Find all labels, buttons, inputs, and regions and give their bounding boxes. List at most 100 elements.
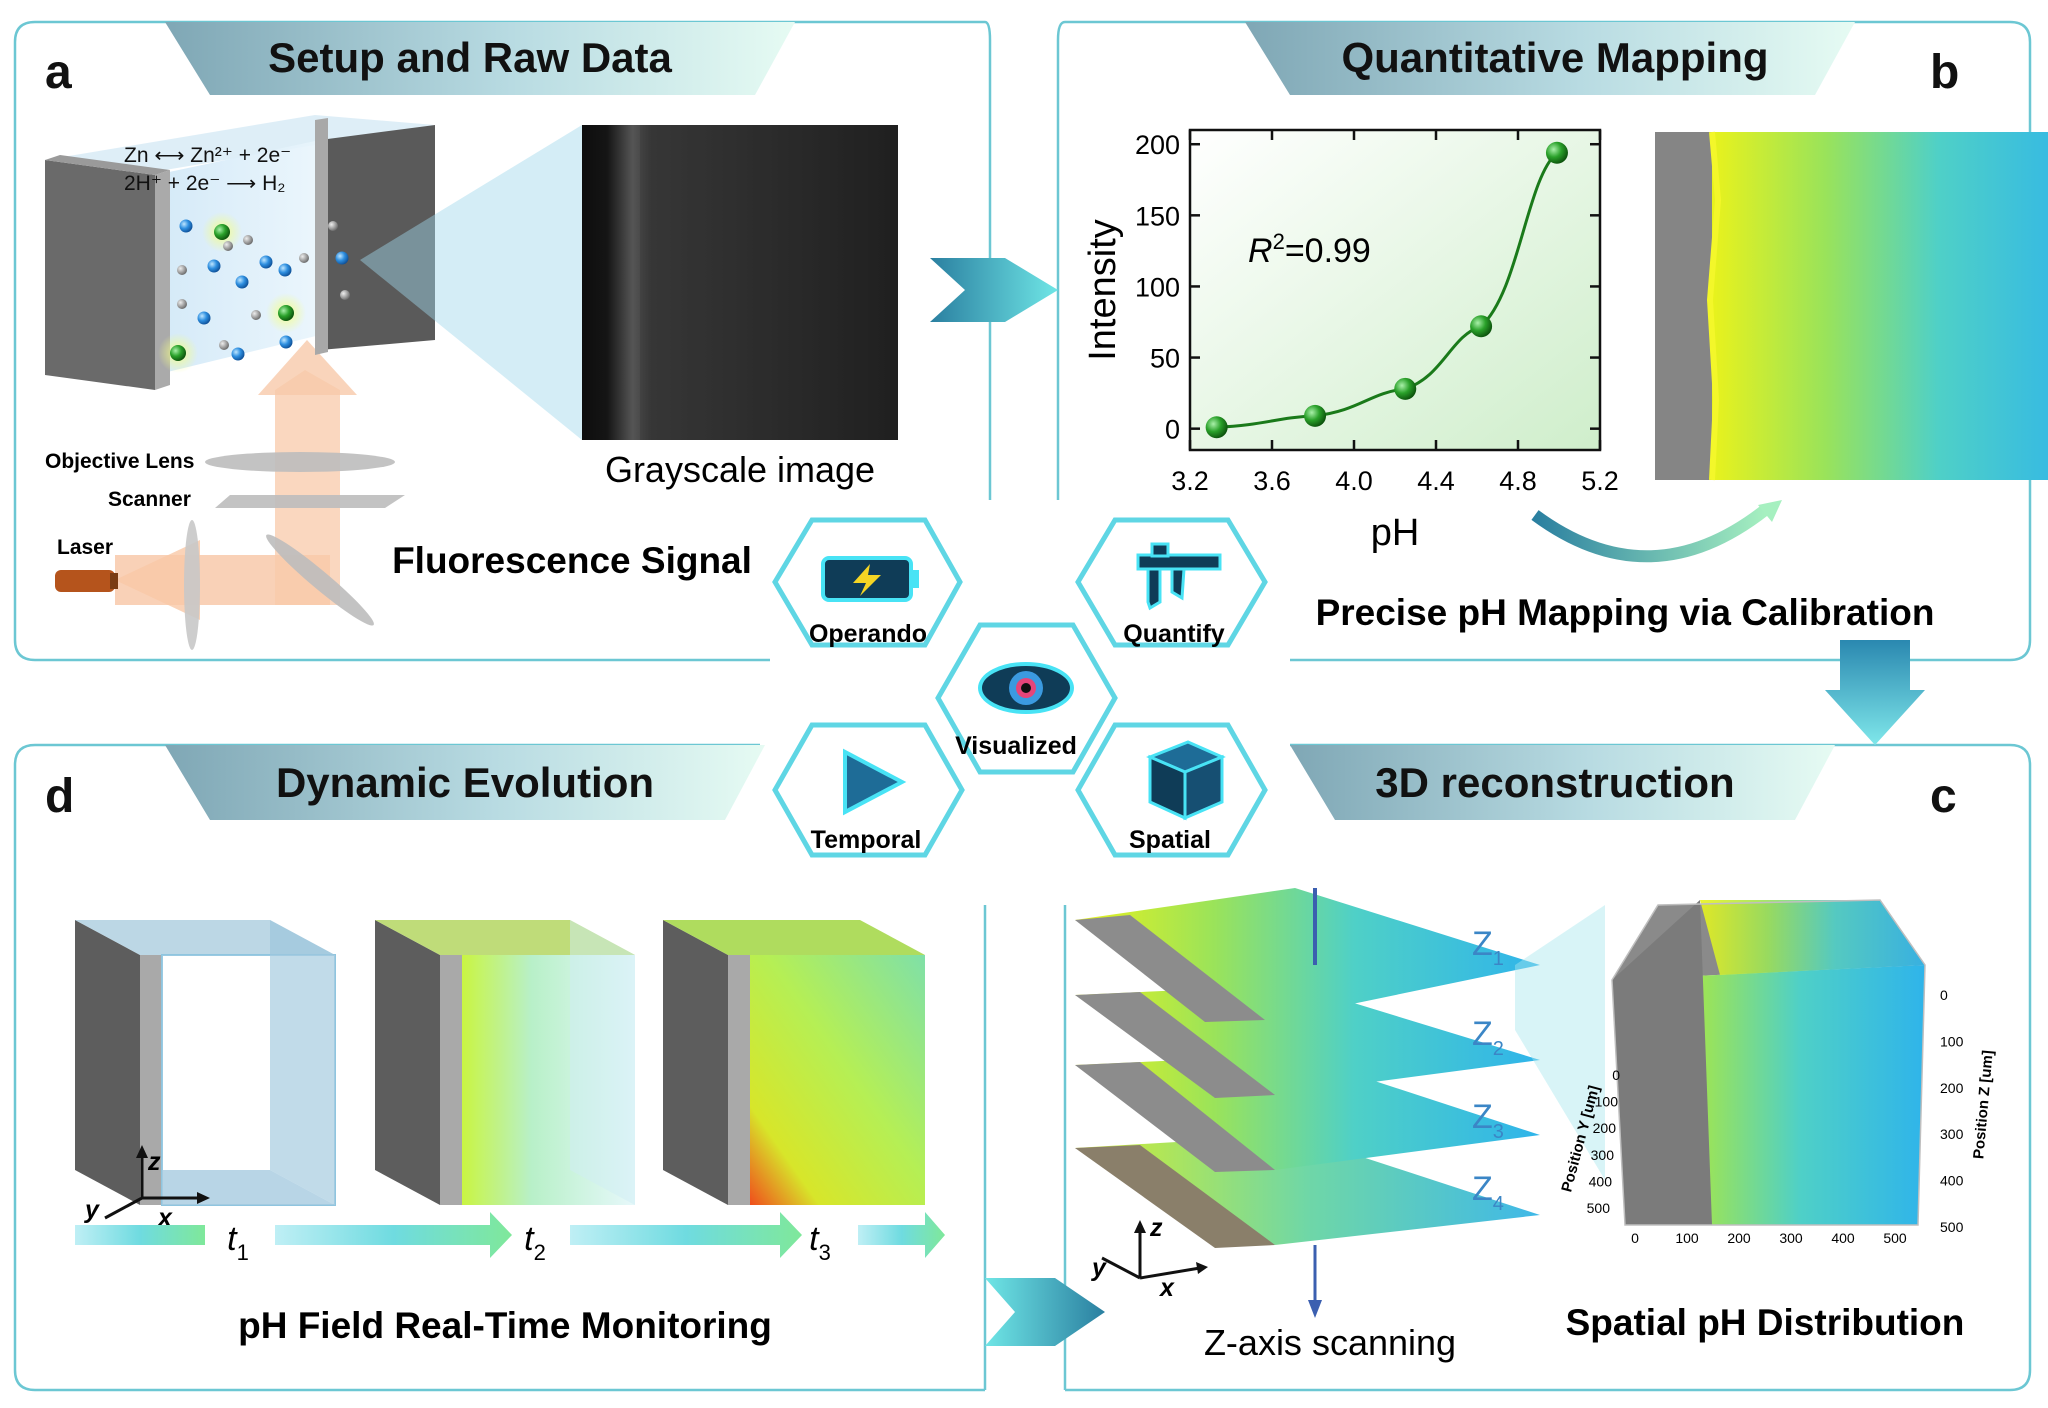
axis-label-y: y [83, 1196, 100, 1224]
volume-cube [1611, 899, 1926, 1226]
cube-x-tick-label: 500 [1883, 1230, 1907, 1246]
axis-label-z: z [1149, 1214, 1163, 1242]
cube-x-tick-label: 200 [1727, 1230, 1751, 1246]
data-point [1205, 416, 1228, 439]
ph-map-edge [1706, 131, 1722, 481]
laser-device [55, 570, 115, 592]
zn-ion [207, 259, 221, 273]
x-axis-label: pH [1371, 512, 1420, 554]
slice-z1 [1075, 888, 1540, 1022]
h-ion [251, 310, 261, 320]
mirror-shape [266, 534, 374, 626]
zn-ion [279, 335, 293, 349]
hub-label-quantify: Quantify [1123, 620, 1224, 648]
time-arrow-4 [858, 1212, 945, 1258]
panel-title-c: 3D reconstruction [1375, 759, 1734, 806]
cube-x-tick-label: 0 [1631, 1230, 1639, 1246]
cube-y-tick-label: 400 [1589, 1173, 1613, 1189]
time-label-t2: t2 [524, 1220, 546, 1265]
reaction-1: Zn ⟷ Zn²⁺ + 2e⁻ [124, 144, 291, 167]
ions [158, 212, 350, 373]
caliper-icon [1136, 542, 1222, 611]
reaction-2: 2H⁺ + 2e⁻ ⟶ H₂ [124, 172, 285, 195]
cube-t2 [375, 920, 635, 1205]
laser-tip [110, 573, 118, 589]
center-hub: Operando Quantify Visualized Temporal Sp… [772, 517, 1268, 858]
axis-triad-d [104, 1155, 200, 1220]
laser-label: Laser [57, 536, 113, 559]
laser-cone [115, 540, 200, 620]
eye-icon [978, 662, 1074, 714]
y-tick-label: 100 [1135, 272, 1180, 302]
cube-y-tick-label: 0 [1612, 1067, 1620, 1083]
slice-z2 [1075, 985, 1540, 1098]
h-ion [299, 253, 309, 263]
axis-label-y: y [1090, 1254, 1107, 1282]
zn-ion [231, 347, 245, 361]
zn-ion [278, 263, 292, 277]
h-ion [177, 299, 187, 309]
panel-title-b: Quantitative Mapping [1341, 34, 1768, 81]
frame-a [13, 20, 985, 662]
zn-ion [335, 251, 349, 265]
cube-z-tick-label: 0 [1940, 987, 1948, 1003]
monitoring-caption: pH Field Real-Time Monitoring [238, 1305, 772, 1346]
arrow-c-to-d [985, 1278, 1105, 1346]
slice-z4 [1075, 1135, 1540, 1248]
cube-icon [1146, 740, 1226, 821]
time-arrow-1 [75, 1225, 205, 1245]
time-label-t1: t1 [227, 1220, 249, 1265]
x-tick-label: 3.2 [1171, 466, 1209, 496]
title-bands [165, 22, 1855, 820]
scanner-label: Scanner [108, 488, 191, 511]
x-tick-label: 4.0 [1335, 466, 1373, 496]
cell-top-face [45, 115, 435, 170]
lens-shape [184, 520, 200, 650]
zn-ion [197, 311, 211, 325]
hub-label-visualized: Visualized [955, 732, 1077, 760]
cube-x-tick-label: 400 [1831, 1230, 1855, 1246]
objective-lens-label: Objective Lens [45, 450, 194, 473]
zn-ion [235, 275, 249, 289]
cube-y-tick-label: 200 [1593, 1120, 1617, 1136]
h-ion [177, 265, 187, 275]
panel-a-setup: Objective Lens Scanner Laser [45, 115, 898, 650]
cube-z-tick-label: 300 [1940, 1126, 1964, 1142]
data-point [1394, 377, 1417, 400]
axis-arrowhead [197, 1192, 210, 1204]
y-tick-label: 50 [1150, 344, 1180, 374]
time-label-t3: t3 [809, 1220, 831, 1265]
grayscale-caption: Grayscale image [605, 449, 875, 490]
z-scanning-label: Z-axis scanning [1204, 1322, 1456, 1363]
cube-electrode [1612, 900, 1712, 1225]
r-squared-annotation: R2=0.99 [1248, 229, 1371, 270]
zoom-cone [360, 125, 582, 440]
objective-lens-shape [205, 452, 395, 472]
data-points [1205, 141, 1568, 439]
h-ion [340, 290, 350, 300]
cube-z-tick-label: 500 [1940, 1219, 1964, 1235]
y-tick-label: 0 [1165, 415, 1180, 445]
scan-arrowhead [1308, 1300, 1322, 1318]
data-point [1470, 315, 1493, 338]
hub-label-temporal: Temporal [811, 826, 922, 854]
panel-letter-b: b [1930, 46, 1959, 99]
panel-frames [13, 20, 2032, 1392]
chart-plot-area [1188, 128, 1602, 452]
cube-zlabel: Position Z [um] [1970, 1049, 1996, 1159]
panel-letter-d: d [45, 770, 74, 823]
battery-icon [821, 556, 919, 602]
grayscale-noise [640, 125, 898, 440]
frame-a-inner [984, 20, 992, 500]
ph-map [1712, 132, 2048, 480]
data-point [1304, 404, 1327, 427]
panel-d-dynamic: z y x t1 t2 t3 pH Field Real-Time Monito… [75, 920, 945, 1346]
z-slices [1075, 888, 1540, 1248]
ph-mapping-caption: Precise pH Mapping via Calibration [1316, 592, 1935, 633]
cube-x-tick-label: 100 [1675, 1230, 1699, 1246]
panel-letter-a: a [45, 46, 72, 99]
